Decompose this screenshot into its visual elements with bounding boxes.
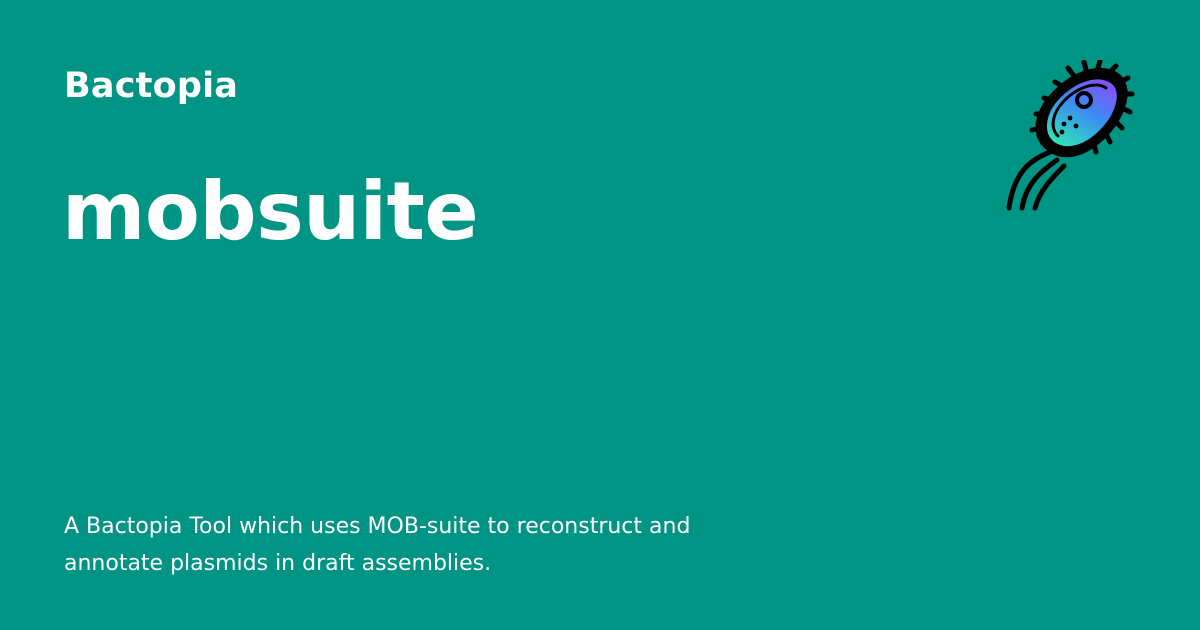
bacterium-icon — [1006, 60, 1135, 211]
site-name: Bactopia — [64, 66, 239, 106]
page-title: mobsuite — [62, 165, 479, 258]
page-description: A Bactopia Tool which uses MOB-suite to … — [64, 514, 691, 576]
